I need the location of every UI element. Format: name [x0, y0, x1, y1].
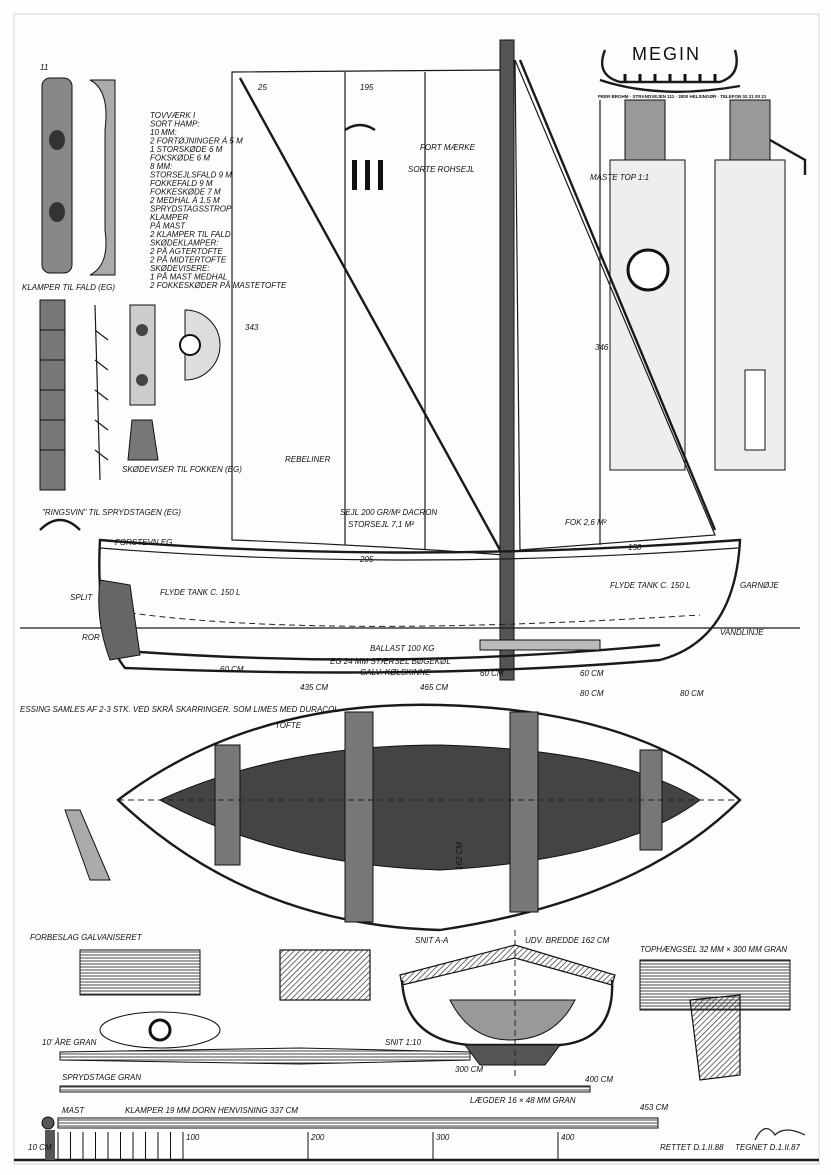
rigging-note: FOKSKØDE 6 M: [150, 154, 210, 163]
dim-luff: 343: [245, 323, 259, 332]
mast-bottom-label: MAST: [62, 1106, 85, 1115]
spacing-4: 80 CM: [580, 689, 604, 698]
sail-cloth: SEJL 200 GR/M² DACRON: [340, 508, 437, 517]
reef-label: REBELINER: [285, 455, 331, 464]
sprit-length: 400 CM: [585, 1075, 613, 1084]
keel-band-label: GALV. KØLSKINNE: [360, 668, 431, 677]
rigging-note: FOKKESKØDE 7 M: [150, 188, 221, 197]
logo-name: MEGIN: [632, 44, 701, 64]
rigging-note: 2 KLAMPER TIL FALD: [149, 230, 231, 239]
hull-profile: FORSTEVN EG SPLIT ROR GARNØJE VANDLINJE …: [20, 538, 800, 698]
rigging-note: TOVVÆRK I: [150, 111, 196, 120]
length-label: 465 CM: [420, 683, 448, 692]
waterline-label: VANDLINJE: [720, 628, 764, 637]
oar-label: 10' ÅRE GRAN: [42, 1038, 97, 1047]
waterline-length-label: 435 CM: [300, 683, 328, 692]
mainsail-area: STORSEJL 7,1 M²: [348, 520, 414, 529]
oar-length: 300 CM: [455, 1065, 483, 1074]
signature: [754, 1128, 806, 1141]
mast-top-label: MASTE TOP 1:1: [590, 173, 649, 182]
rigging-note: 8 MM:: [150, 162, 172, 171]
mast-length: 453 CM: [640, 1103, 668, 1112]
rigging-note: SKØDEKLAMPER:: [150, 239, 218, 248]
scale-bar: 10 CM 100 200 300 400: [14, 1130, 819, 1162]
mast-top-detail: MASTE TOP 1:1: [590, 99, 807, 471]
ballast-label: BALLAST 100 KG: [370, 644, 434, 653]
rigging-note: 10 MM:: [150, 128, 177, 137]
sail-mark-label: SORTE ROHSEJL: [408, 165, 475, 174]
garnoje-label: GARNØJE: [740, 581, 779, 590]
section-scale: SNIT 1:10: [385, 1038, 422, 1047]
fitting-caption: FORBESLAG GALVANISERET: [30, 933, 143, 942]
dim-jib: 346: [595, 343, 609, 352]
logo-address: PEER BROHM · STRANDVEJEN 111 · 3000 HELS…: [598, 94, 767, 99]
section-a-a: SNIT A-A UDV. BREDDE 162 CM SNIT 1:10 TO…: [79, 930, 791, 1105]
fairlead-caption: SKØDEVISER TIL FOKKEN (EG): [122, 465, 242, 474]
sprit-caption: "RINGSVIN" TIL SPRYDSTAGEN (EG): [42, 508, 181, 517]
sprit-label: SPRYDSTAGE GRAN: [62, 1073, 141, 1082]
jib-area: FOK 2,6 M²: [565, 518, 607, 527]
section-title: SNIT A-A: [415, 936, 448, 945]
rigging-note: 2 PÅ AGTERTOFTE: [149, 247, 223, 256]
spars: 10' ÅRE GRAN 300 CM SPRYDSTAGE GRAN 400 …: [41, 1038, 668, 1130]
scale-tick-label: 100: [186, 1133, 200, 1142]
hull-plan-view: ESSING SAMLES AF 2-3 STK. VED SKRÅ SKARR…: [20, 703, 742, 942]
rigging-note: SORT HAMP:: [150, 120, 200, 129]
mast-spec: KLAMPER 19 MM DORN HENVISNING 337 CM: [125, 1106, 298, 1115]
dim-top: 195: [360, 83, 374, 92]
sheet-number: 11: [40, 63, 48, 72]
spacing-5: 80 CM: [680, 689, 704, 698]
aft-tank-label: FLYDE TANK C. 150 L: [160, 588, 240, 597]
fwd-tank-label: FLYDE TANK C. 150 L: [610, 581, 690, 590]
laegder-label: LÆGDER 16 × 48 MM GRAN: [470, 1096, 576, 1105]
tofte-label: TOFTE: [275, 721, 302, 730]
spacing-1: 60 CM: [220, 665, 244, 674]
sail-plan: FORT MÆRKE SORTE ROHSEJL 195 343 346 25 …: [231, 39, 717, 681]
spacing-3: 60 CM: [580, 669, 604, 678]
jib-sail: [514, 59, 716, 551]
rigging-note: PÅ MAST: [150, 222, 186, 231]
essing-note: ESSING SAMLES AF 2-3 STK. VED SKRÅ SKARR…: [20, 705, 339, 714]
rigging-note: 2 MEDHAL Á 1,5 M: [149, 196, 220, 205]
keel-label: EG 24 MM STÆRSEL BØGEKØL: [330, 657, 451, 666]
rigging-note: FOKKEFALD 9 M: [150, 179, 213, 188]
cleat-detail: KLAMPER TIL FALD (EG) SKØDEVISER TIL FOK…: [22, 77, 242, 531]
rigging-note: 2 FORTØJNINGER Á 5 M: [149, 137, 243, 146]
mainsail: [231, 69, 506, 556]
dim-angle: 25: [257, 83, 267, 92]
rigging-note: 1 STORSKØDE 6 M: [150, 145, 223, 154]
section-beam: UDV. BREDDE 162 CM: [525, 936, 610, 945]
sprit-pole: [238, 77, 502, 551]
scale-tick-label: 300: [436, 1133, 450, 1142]
forstevn-label: FORSTEVN EG: [115, 538, 172, 547]
rudder-label: ROR: [82, 633, 100, 642]
cleat-caption: KLAMPER TIL FALD (EG): [22, 283, 115, 292]
revised-date: RETTET D.1.II.88: [660, 1143, 724, 1152]
rigging-note: STORSEJLSFALD 9 M: [150, 171, 232, 180]
megin-logo: MEGIN PEER BROHM · STRANDVEJEN 111 · 300…: [598, 44, 767, 99]
rudder: [98, 579, 141, 661]
scale-unit: 10 CM: [28, 1143, 52, 1152]
rigging-note: 2 FOKKESKØDER PÅ MASTETOFTE: [149, 281, 287, 290]
rigging-note: SPRYDSTAGSSTROP: [150, 205, 232, 214]
drawn-date: TEGNET D.1.II.87: [735, 1143, 800, 1152]
topmark-label: FORT MÆRKE: [420, 143, 476, 152]
sheet-border: [13, 13, 820, 1165]
tophinge-label: TOPHÆNGSEL 32 MM × 300 MM GRAN: [640, 945, 787, 954]
spacing-2: 60 CM: [480, 669, 504, 678]
mast-drawing: [57, 1117, 659, 1129]
mast: [499, 39, 515, 681]
beam-label: 162 CM: [455, 842, 464, 870]
split-label: SPLIT: [70, 593, 93, 602]
rigging-note: SKØDEVISERE:: [150, 264, 210, 273]
rigging-note: KLAMPER: [150, 213, 188, 222]
rigging-note: 2 PÅ MIDTERTOFTE: [149, 256, 227, 265]
scale-tick-label: 400: [561, 1133, 575, 1142]
rigging-note: 1 PÅ MAST MEDHAL: [150, 273, 227, 282]
scale-tick-label: 200: [310, 1133, 325, 1142]
